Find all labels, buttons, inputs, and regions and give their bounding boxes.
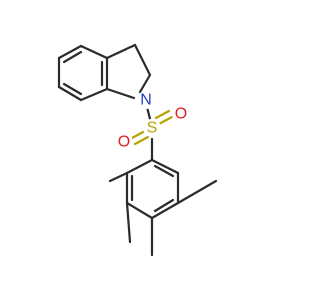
double-bond [153,164,175,178]
bond [57,85,83,102]
methyl-bond [176,179,218,205]
bond [125,158,154,175]
sulfonyl-group [130,109,174,162]
methyl-bond [108,171,129,183]
double-bond [153,198,175,213]
methyl-bond [125,201,132,244]
double-bond-s-o-left [130,129,147,140]
bond [79,87,109,102]
atom-sulfur: S [143,119,161,137]
bond [79,44,109,60]
atom-oxygen-left: O [115,133,133,151]
double-bond-s-o-right [154,109,171,120]
bond [133,43,152,77]
atom-oxygen-right: O [172,105,190,123]
bond [57,44,83,60]
double-bond-s-o-right [157,115,174,126]
atom-nitrogen: N [137,91,155,109]
bond [105,43,137,60]
double-bond [62,50,83,64]
tetramethylbenzene-ring [125,158,180,220]
bond [125,201,154,220]
atom-label-s: S [147,120,158,137]
bond [150,158,180,175]
atom-label-o-right: O [175,106,187,123]
bond [138,73,152,94]
atom-label-n: N [140,92,152,109]
bond [105,87,136,100]
pyrrolidine-ring [105,43,152,100]
double-bond [62,82,83,96]
methyl-groups [108,171,218,257]
atom-label-o-left: O [118,134,130,151]
bond [150,201,180,220]
molecule-structure: N S O O [57,43,218,257]
benzo-ring [57,44,109,102]
double-bond-s-o-left [133,135,150,146]
bond-n-s [145,105,152,121]
